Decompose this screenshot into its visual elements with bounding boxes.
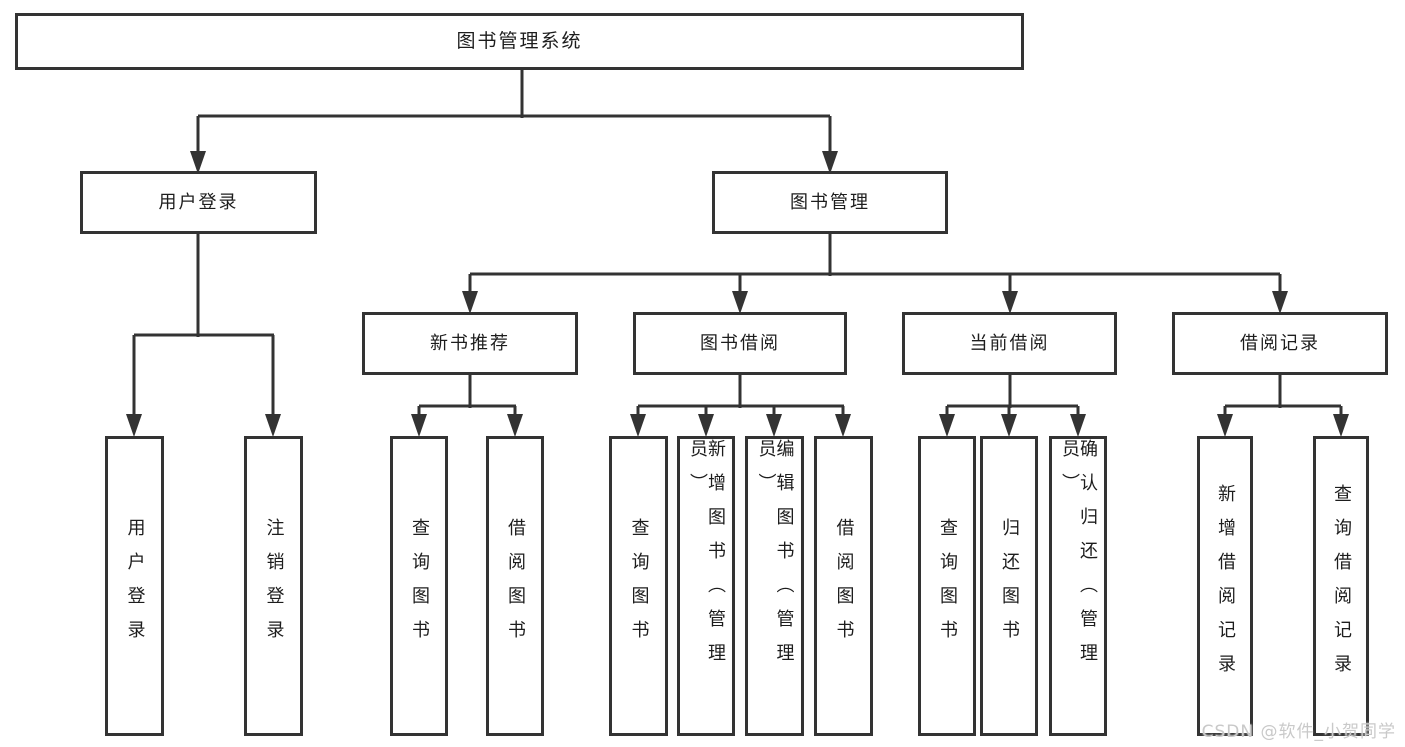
watermark: CSDN @软件_小贺同学: [1201, 722, 1396, 742]
leaf-current-query-book: 查询图书: [918, 436, 976, 736]
leaf-borrowing-borrow-book: 借阅图书: [814, 436, 873, 736]
leaf-borrowing-edit-book-admin: 编辑图书（管理员）: [745, 436, 804, 736]
node-user-login: 用户登录: [80, 171, 317, 234]
leaf-borrowing-query-book: 查询图书: [609, 436, 668, 736]
node-book-management: 图书管理: [712, 171, 948, 234]
leaf-records-query-record: 查询借阅记录: [1313, 436, 1369, 736]
node-library-management-system: 图书管理系统: [15, 13, 1024, 70]
node-new-book-recommend: 新书推荐: [362, 312, 578, 375]
leaf-recommend-query-book: 查询图书: [390, 436, 448, 736]
node-current-borrowing: 当前借阅: [902, 312, 1117, 375]
leaf-borrowing-add-book-admin: 新增图书（管理员）: [677, 436, 735, 736]
leaf-current-return-book: 归还图书: [980, 436, 1038, 736]
node-borrowing-records: 借阅记录: [1172, 312, 1388, 375]
leaf-recommend-borrow-book: 借阅图书: [486, 436, 544, 736]
node-book-borrowing: 图书借阅: [633, 312, 847, 375]
leaf-logout: 注销登录: [244, 436, 303, 736]
leaf-records-add-record: 新增借阅记录: [1197, 436, 1253, 736]
leaf-current-confirm-return-admin: 确认归还（管理员）: [1049, 436, 1107, 736]
leaf-user-login: 用户登录: [105, 436, 164, 736]
